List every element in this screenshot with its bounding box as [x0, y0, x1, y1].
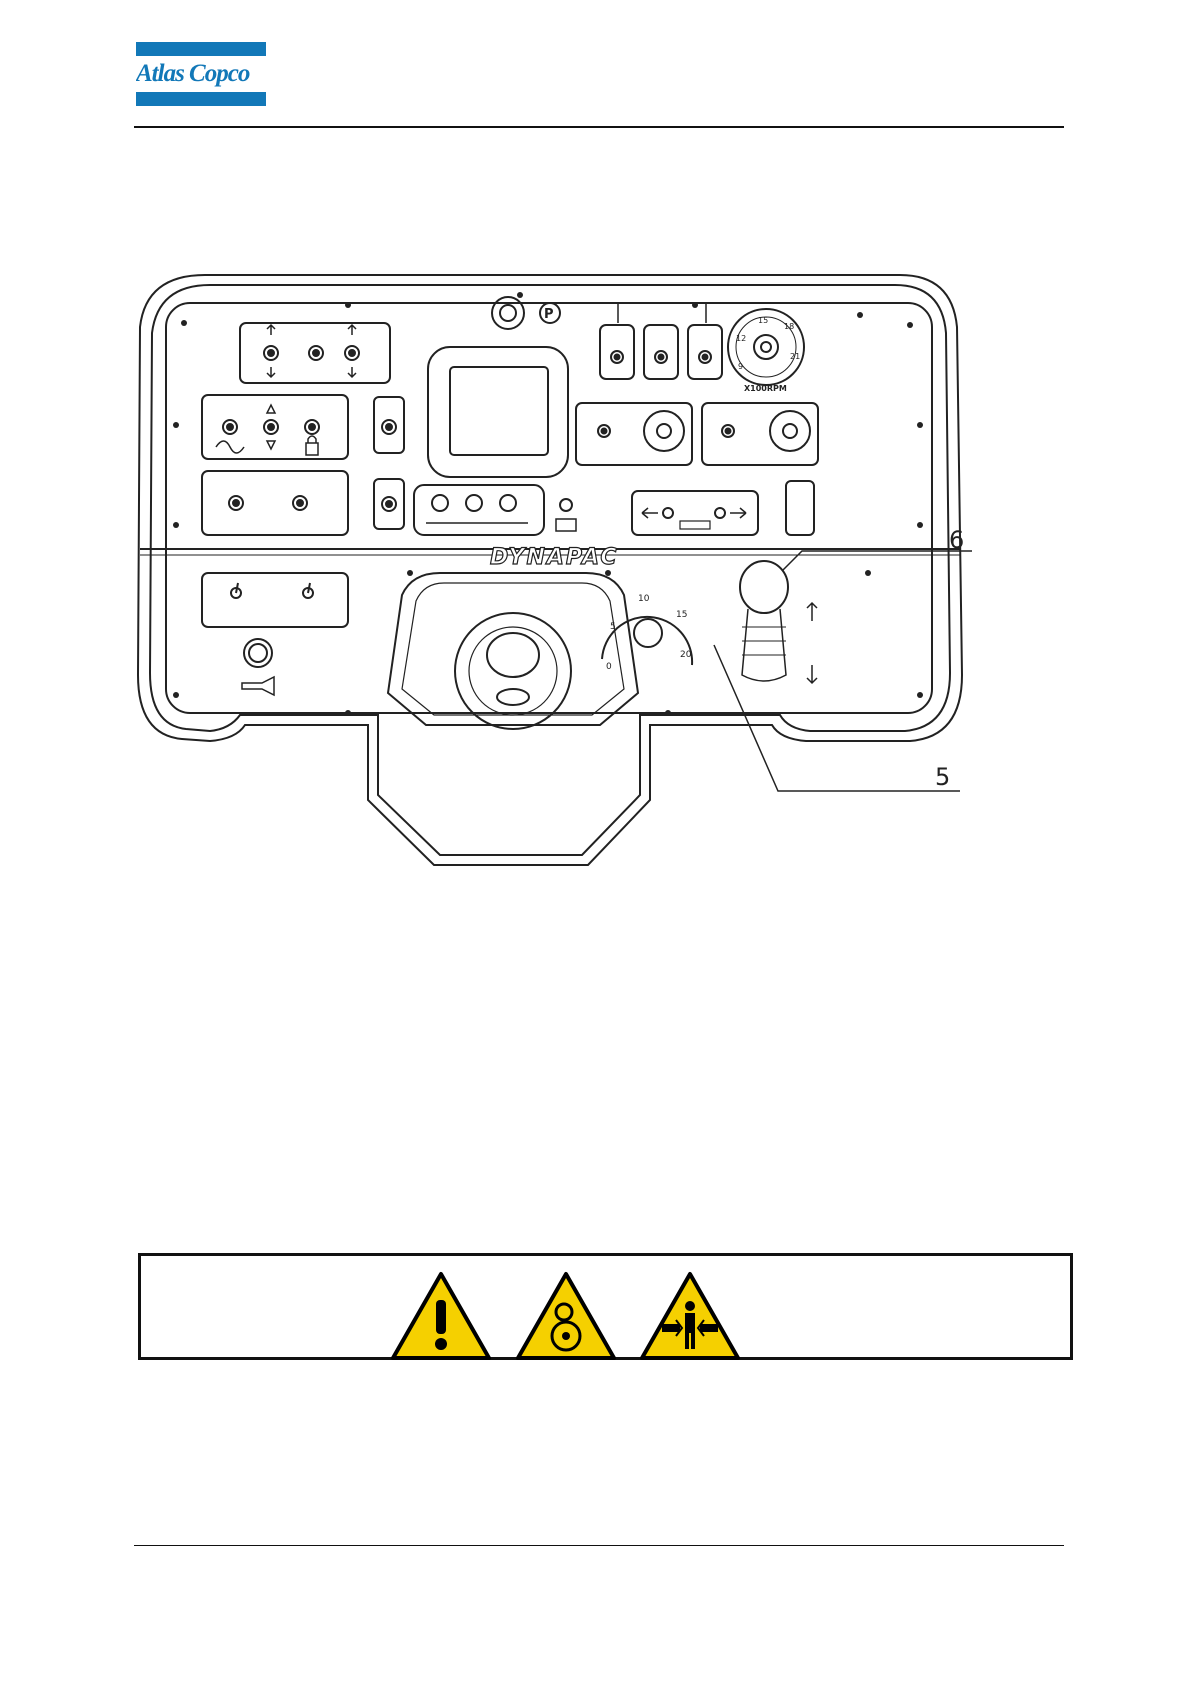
logo-stripe-top	[136, 42, 266, 56]
mode-toggle-switches	[223, 420, 319, 434]
callout-6: 6	[949, 526, 964, 554]
drive-lever	[740, 561, 788, 681]
ignition-switch	[492, 297, 524, 329]
warning-box	[138, 1253, 1073, 1360]
callout-5-leader	[714, 645, 960, 791]
panel-face-plate	[166, 303, 932, 713]
lower-toggle-levers	[231, 583, 313, 598]
general-warning-icon	[389, 1270, 493, 1362]
battery-icon	[556, 519, 576, 531]
panel-screws	[173, 292, 923, 716]
crush-hazard-body-icon	[638, 1270, 742, 1362]
rpm-scale-21: 21	[790, 352, 800, 361]
dynapac-brand: DYNAPAC	[490, 545, 619, 570]
speed-scale-0: 0	[606, 662, 612, 672]
crush-hazard-roller-icon	[514, 1270, 618, 1362]
logo-stripe-bottom	[136, 92, 266, 106]
callout-5: 5	[935, 763, 950, 791]
rear-amplitude-knob	[770, 411, 810, 451]
speed-scale-10: 10	[638, 594, 650, 604]
callout-6-leader	[782, 551, 972, 571]
control-panel-figure: DYNAPAC	[130, 255, 1070, 915]
rpm-scale-15: 15	[758, 316, 768, 325]
crab-arrow-left-icon	[642, 508, 658, 518]
drum-switch-group	[202, 471, 348, 535]
lock-icon	[306, 436, 318, 455]
speed-scale-5: 5	[610, 622, 616, 632]
panel-outer-frame	[138, 275, 962, 865]
engine-rpm-dial: 9 12 15 18 21 X100RPM	[728, 309, 804, 393]
steering-column-frame	[388, 573, 638, 725]
drum-toggle-switches	[229, 496, 307, 510]
speed-scale-20: 20	[680, 650, 692, 660]
reverse-arrow-icon	[807, 665, 817, 683]
atlas-copco-logo: Atlas Copco	[136, 42, 266, 106]
seat-switch	[786, 481, 814, 535]
speed-scale-15: 15	[676, 610, 687, 620]
rpm-scale-18: 18	[784, 322, 794, 331]
footer-rule	[134, 1545, 1064, 1546]
rpm-unit: X100RPM	[744, 384, 787, 393]
logo-text: Atlas Copco	[136, 57, 266, 91]
triangle-up-icon	[267, 405, 275, 413]
rear-drum-amplitude-group	[702, 403, 818, 465]
lower-switch-group	[202, 573, 348, 627]
front-amplitude-knob	[644, 411, 684, 451]
arrow-up-icon	[267, 325, 275, 335]
front-drum-amplitude-group	[576, 403, 692, 465]
header-rule	[134, 126, 1064, 128]
arrow-down-icon	[267, 367, 275, 377]
crab-arrow-right-icon	[730, 508, 746, 518]
rpm-scale-12: 12	[736, 334, 746, 343]
svg-text:P: P	[544, 307, 554, 322]
sine-wave-icon	[216, 441, 244, 453]
battery-indicator	[560, 499, 572, 511]
horn-icon	[242, 677, 274, 695]
triangle-down-icon	[267, 441, 275, 449]
steering-selector-dial	[455, 613, 571, 729]
forward-arrow-icon	[807, 603, 817, 621]
display-screen	[450, 367, 548, 455]
panel-outer-frame-inner	[150, 285, 950, 855]
rpm-scale-9: 9	[738, 362, 743, 371]
vibration-toggle-switches	[264, 346, 359, 360]
